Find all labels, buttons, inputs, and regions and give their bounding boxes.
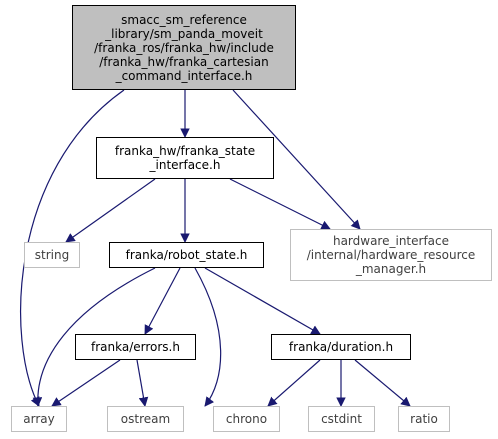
edge-errors-to-array [51, 359, 121, 407]
errors-label: franka/errors.h [91, 340, 180, 354]
duration-label: franka/duration.h [288, 340, 394, 354]
errors-node[interactable]: franka/errors.h [75, 334, 196, 360]
chrono-label: chrono [225, 412, 268, 426]
robot-state-label: franka/robot_state.h [125, 248, 248, 262]
array-label: array [23, 412, 55, 426]
duration-node[interactable]: franka/duration.h [271, 334, 411, 360]
root-header-label: smacc_sm_reference _library/sm_panda_mov… [94, 12, 274, 83]
edge-duration-to-chrono [267, 359, 321, 407]
ostream-node[interactable]: ostream [107, 406, 184, 432]
chrono-node[interactable]: chrono [213, 406, 280, 432]
franka-state-interface-node[interactable]: franka_hw/franka_state _interface.h [96, 137, 274, 179]
ratio-node[interactable]: ratio [398, 406, 450, 432]
edge-root-to-hw_res_mgr [232, 89, 361, 230]
ostream-label: ostream [120, 412, 171, 426]
hardware-resource-manager-node[interactable]: hardware_interface /internal/hardware_re… [290, 229, 492, 281]
string-node[interactable]: string [24, 242, 80, 268]
array-node[interactable]: array [11, 406, 67, 432]
cstdint-node[interactable]: cstdint [308, 406, 375, 432]
edge-state_iface-to-string [65, 178, 156, 243]
edge-robot_state-to-array [32, 267, 156, 407]
edge-robot_state-to-duration [204, 267, 321, 335]
ratio-label: ratio [410, 412, 438, 426]
cstdint-label: cstdint [321, 412, 362, 426]
edge-robot_state-to-errors [144, 267, 181, 335]
robot-state-node[interactable]: franka/robot_state.h [109, 242, 264, 268]
edge-duration-to-ratio [354, 359, 411, 407]
root-header-node[interactable]: smacc_sm_reference _library/sm_panda_mov… [72, 5, 296, 90]
franka-state-interface-label: franka_hw/franka_state _interface.h [114, 144, 256, 172]
edge-state_iface-to-hw_res_mgr [229, 178, 331, 230]
hardware-resource-manager-label: hardware_interface /internal/hardware_re… [306, 234, 476, 276]
edge-errors-to-ostream [136, 359, 149, 407]
string-label: string [34, 248, 70, 262]
edge-robot_state-to-ostream [194, 267, 222, 407]
